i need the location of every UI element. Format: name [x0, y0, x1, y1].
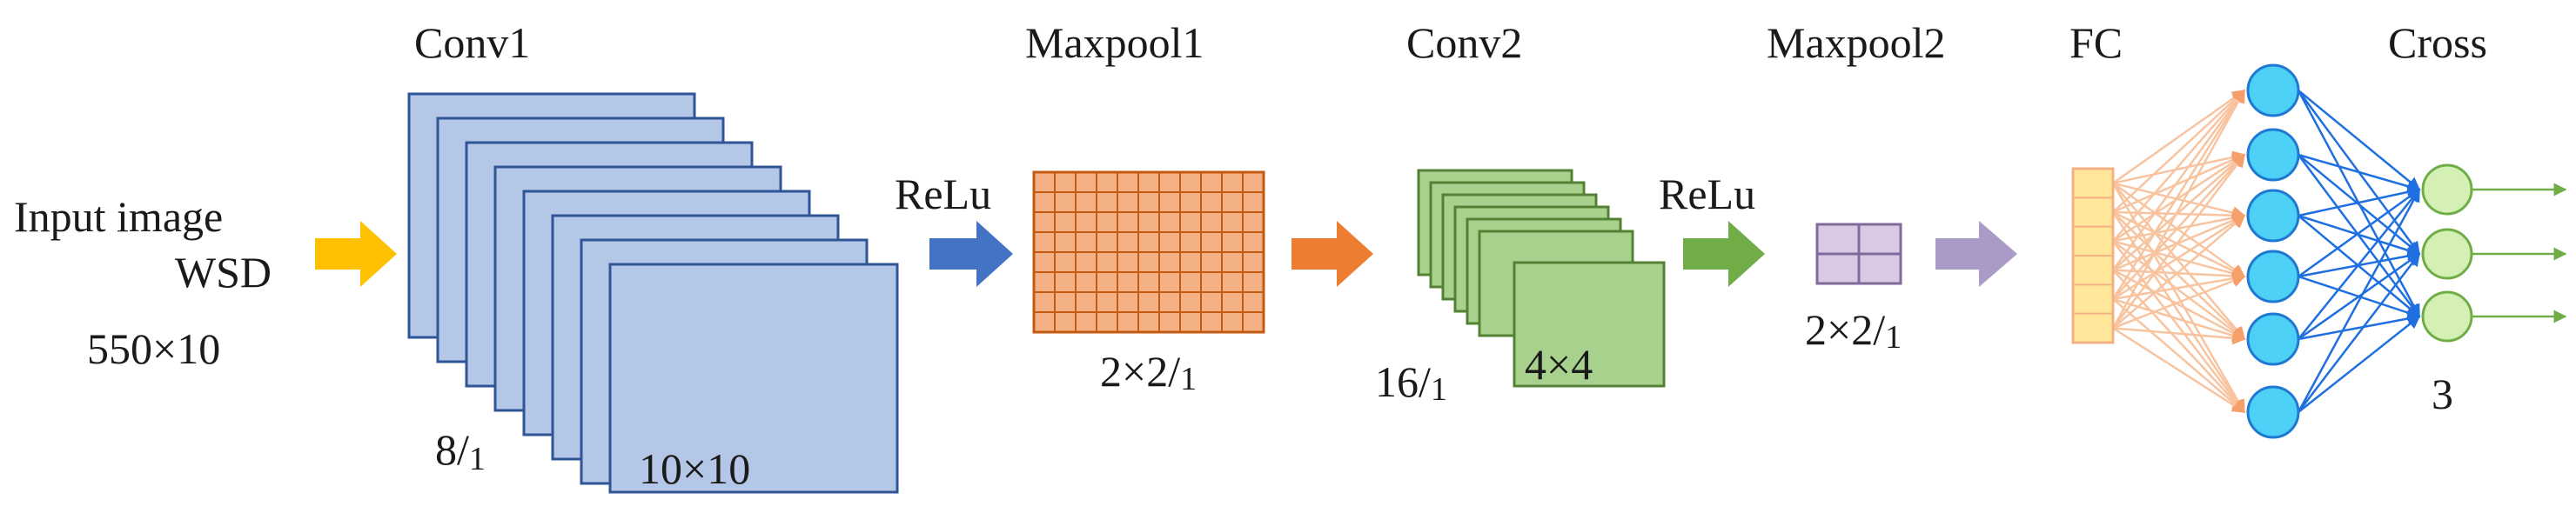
fc-edge: [2111, 89, 2246, 271]
fc-edge: [2111, 89, 2246, 300]
hidden-node: [2246, 312, 2300, 366]
fc-edge: [2112, 240, 2246, 280]
hidden-edge: [2298, 188, 2420, 340]
fc-edge: [2112, 182, 2246, 220]
input-label-line1: Input image: [14, 192, 223, 241]
conv2-feature-maps: [1417, 169, 1666, 388]
conv1-filters-label: 8/1: [435, 425, 486, 477]
fc-edge: [2111, 89, 2246, 329]
fc-edge: [2111, 211, 2246, 414]
fc-edge: [2112, 89, 2246, 213]
maxpool2-grid: [1815, 223, 1902, 285]
fc-edge: [2112, 153, 2246, 243]
hidden-edge: [2297, 188, 2421, 413]
hidden-node: [2246, 63, 2300, 117]
conv2-feature-map: [1513, 261, 1666, 388]
hidden-edge: [2298, 185, 2421, 217]
fc-edge: [2112, 269, 2246, 341]
fc-edge: [2112, 210, 2246, 278]
hidden-layer-nodes: [2246, 63, 2300, 439]
fc-edge: [2112, 153, 2246, 214]
hidden-node: [2246, 385, 2300, 439]
hidden-node: [2246, 128, 2300, 182]
hidden-to-output-connections: [2297, 90, 2421, 413]
fc-edge: [2112, 271, 2246, 301]
output-layer-nodes: [2421, 163, 2473, 343]
fc-edge: [2112, 240, 2245, 414]
hidden-edge: [2298, 188, 2421, 278]
fc-edge: [2112, 89, 2246, 184]
hidden-node: [2246, 250, 2300, 303]
hidden-edge: [2298, 252, 2421, 341]
fc-edge: [2112, 214, 2246, 301]
hidden-edge: [2298, 154, 2421, 255]
fc-edge: [2112, 89, 2245, 243]
fc-edge: [2112, 274, 2246, 330]
fc-edge: [2112, 182, 2246, 278]
relu2-label: ReLu: [1659, 170, 1755, 218]
conv2-title: Conv2: [1406, 18, 1522, 67]
fc-title: FC: [2070, 18, 2123, 67]
conv1-feature-maps: [407, 92, 899, 494]
maxpool1-size-label: 2×2/1: [1100, 347, 1197, 397]
fc-edge: [2112, 297, 2246, 343]
conv2-kernel-label: 4×4: [1525, 340, 1593, 389]
input-arrow: [315, 221, 397, 287]
fc-to-hidden-connections: [2111, 89, 2246, 414]
maxpool1-title: Maxpool1: [1025, 18, 1204, 67]
fc-edge: [2112, 298, 2246, 413]
fc-edge: [2112, 154, 2246, 271]
relu2-arrow: [1683, 221, 1765, 287]
fc-edge: [2112, 153, 2245, 330]
conv1-kernel-label: 10×10: [639, 444, 750, 493]
fc-edge: [2112, 240, 2246, 341]
relu1-label: ReLu: [895, 170, 991, 218]
relu1-arrow: [929, 221, 1013, 287]
fc-edge: [2112, 269, 2246, 283]
fc-layer: [2071, 167, 2115, 344]
maxpool1-grid: [1032, 170, 1265, 334]
fc-edge: [2112, 182, 2245, 341]
hidden-edge: [2298, 252, 2420, 413]
fc-edge: [2112, 269, 2246, 414]
hidden-edge: [2298, 312, 2421, 341]
maxpool2-size-label: 2×2/1: [1805, 305, 1902, 356]
fc-edge: [2112, 211, 2246, 341]
maxpool1-arrow: [1291, 221, 1373, 287]
fc-edge: [2112, 327, 2246, 414]
hidden-node: [2246, 189, 2300, 243]
conv2-filters-label: 16/1: [1375, 357, 1447, 408]
output-node: [2421, 163, 2473, 216]
hidden-edge: [2298, 90, 2421, 190]
output-arrows: [2472, 183, 2567, 323]
maxpool2-title: Maxpool2: [1767, 18, 1946, 67]
fc-edge: [2111, 183, 2246, 414]
hidden-edge: [2298, 153, 2421, 193]
fc-edge: [2112, 327, 2246, 345]
hidden-edge: [2298, 316, 2421, 413]
output-node: [2421, 290, 2473, 343]
input-label-line2: WSD: [175, 248, 272, 296]
hidden-edge: [2298, 214, 2421, 257]
output-count-label: 3: [2432, 370, 2453, 418]
conv1-feature-map: [608, 263, 899, 494]
output-node: [2421, 228, 2473, 280]
input-size-label: 550×10: [87, 324, 220, 373]
fc-edge: [2112, 215, 2246, 330]
conv1-title: Conv1: [414, 18, 530, 67]
cross-title: Cross: [2388, 18, 2487, 67]
fc-edge: [2112, 153, 2246, 300]
fc-edge: [2112, 150, 2246, 184]
fc-edge: [2112, 209, 2246, 223]
maxpool2-arrow: [1935, 221, 2017, 287]
